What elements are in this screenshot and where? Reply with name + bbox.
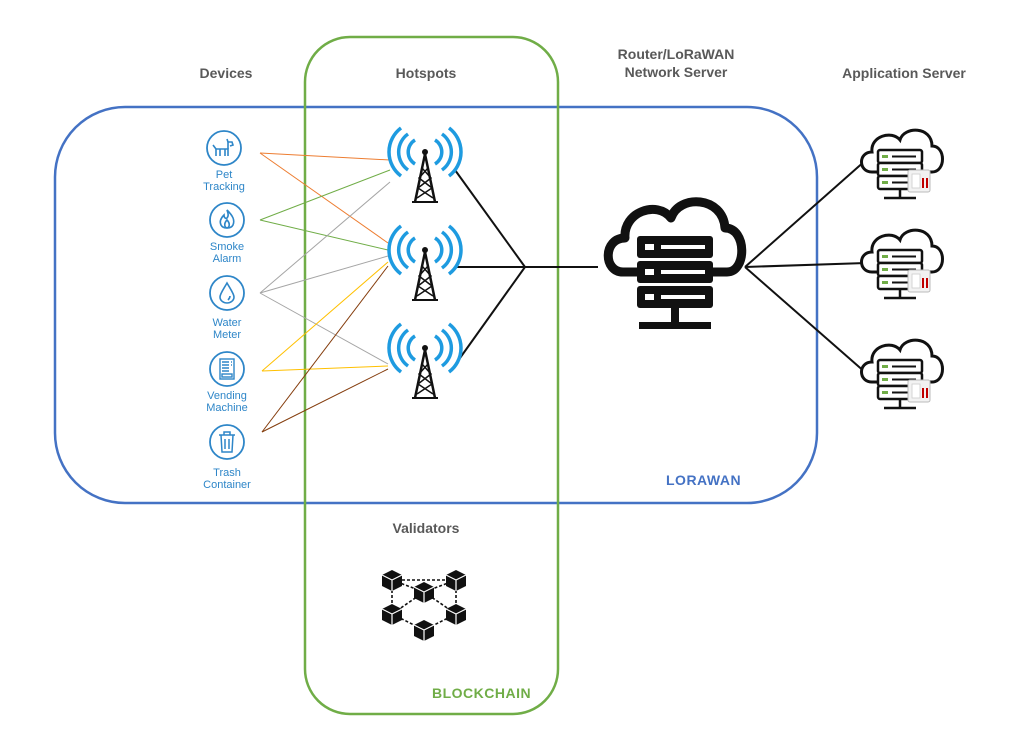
lorawan-label: LORAWAN [666,472,742,488]
cloud-server-icon [860,338,944,410]
link-vending-to-hotspot3 [261,365,389,372]
device-links [259,152,391,433]
device-vending-machine [209,351,245,387]
network-server [603,197,747,329]
device-pet-tracking [206,130,242,166]
antenna-tower-icon [387,126,463,204]
link-smoke-to-hotspot2 [259,219,389,251]
device-label-trash-container: Trash Container [187,467,267,491]
link-trash-to-hotspot2 [261,265,389,433]
link-water-to-hotspot1 [259,181,391,294]
device-label-line1: Trash [213,467,241,479]
device-label-line1: Water [212,317,242,329]
dog-icon [212,138,235,156]
devices-header: Devices [199,65,253,81]
device-trash-container [209,424,245,460]
backhaul-links [454,159,867,374]
blockchain-label: BLOCKCHAIN [432,685,532,701]
device-label-line2: Container [203,479,251,491]
app-server-2 [860,228,944,300]
device-label-smoke-alarm: Smoke Alarm [187,241,267,265]
application-server-header: Application Server [842,65,966,81]
device-label-line1: Vending [207,390,247,402]
device-label-vending-machine: Vending Machine [187,390,267,414]
device-label-line1: Smoke [209,241,245,253]
hotspot-tower-3 [387,322,463,400]
device-label-line2: Alarm [212,253,242,265]
link-smoke-to-hotspot1 [259,169,391,221]
router-header-line2: Network Server [624,64,728,80]
link-pet-to-hotspot2 [259,152,389,244]
device-label-line2: Tracking [203,181,245,193]
device-label-pet-tracking: Pet Tracking [184,169,264,193]
device-water-meter [209,275,245,311]
link-trash-to-hotspot3 [261,368,389,433]
hotspot-tower-1 [387,126,463,204]
device-label-line2: Meter [212,329,242,341]
device-label-line1: Pet [215,169,233,181]
device-smoke-alarm [209,202,245,238]
validators-network [381,569,467,642]
antenna-tower-icon [387,224,463,302]
vending-machine-icon [219,358,235,380]
antenna-tower-icon [387,322,463,400]
cloud-server-icon [860,228,944,300]
flame-icon [219,209,235,229]
app-server-3 [860,338,944,410]
device-label-line2: Machine [206,402,248,414]
cloud-server-icon [860,128,944,200]
water-drop-icon [219,281,235,304]
lorawan-boundary [53,105,819,505]
link-vending-to-hotspot2 [261,261,389,372]
hotspot-tower-2 [387,224,463,302]
link-water-to-hotspot3 [259,292,389,365]
link-water-to-hotspot2 [259,255,389,294]
cloud-server-icon [603,197,747,329]
device-label-water-meter: Water Meter [187,317,267,341]
trash-can-icon [219,431,235,453]
app-server-1 [860,128,944,200]
router-header-line1: Router/LoRaWAN [617,46,735,62]
link-pet-to-hotspot1 [259,152,391,161]
hotspots-header: Hotspots [395,65,457,81]
router-header: Router/LoRaWAN Network Server [596,45,756,81]
validators-header: Validators [392,520,460,536]
blockchain-icon [381,569,467,642]
